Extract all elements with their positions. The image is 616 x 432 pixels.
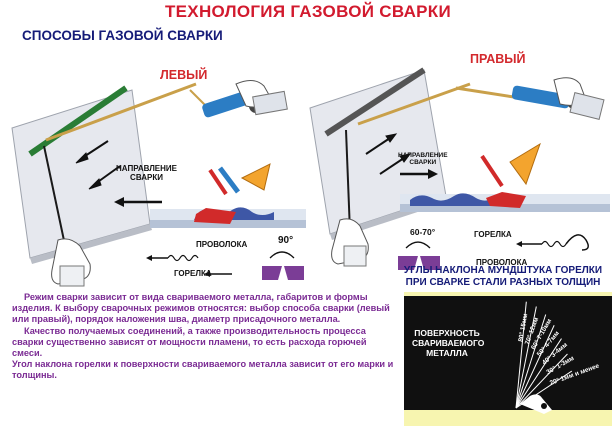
left-torch-label: ГОРЕЛКА [174, 269, 212, 278]
right-direction-label: НАПРАВЛЕНИЕ СВАРКИ [398, 152, 448, 166]
right-method-drawing [309, 67, 610, 270]
torch-silhouette [520, 394, 552, 414]
right-angle-label: 60-70° [410, 227, 436, 237]
weld-seam [28, 85, 128, 157]
filler-wire [43, 145, 67, 251]
left-angle-label: 90° [278, 235, 294, 246]
joint-angle-icon [262, 251, 304, 280]
angles-background [404, 292, 612, 426]
angle-ray [515, 325, 555, 409]
welding-direction-arrow [400, 169, 438, 179]
section-subtitle: СПОСОБЫ ГАЗОВОЙ СВАРКИ [22, 28, 223, 43]
torch [357, 77, 605, 126]
right-wire-label: ПРОВОЛОКА [476, 258, 528, 267]
description-paragraph-3: Угол наклона горелки к поверхности свари… [12, 359, 394, 381]
description-paragraph-1: Режим сварки зависит от вида свариваемог… [12, 292, 390, 325]
weld-pool-closeup [150, 163, 306, 228]
surface-label: ПОВЕРХНОСТЬ СВАРИВАЕМОГО МЕТАЛЛА [412, 328, 485, 358]
metal-surface [404, 410, 612, 426]
filler-wire [345, 129, 351, 233]
right-torch-label: ГОРЕЛКА [474, 230, 512, 239]
left-wire-label: ПРОВОЛОКА [196, 240, 248, 249]
joint-angle-icon [398, 241, 440, 270]
right-method-illustration: ПРАВЫЙ [306, 44, 614, 280]
direction-arrows [365, 133, 412, 175]
angle-ray [515, 353, 568, 409]
angle-ray [515, 306, 537, 409]
weld-seam [324, 67, 426, 137]
left-method-illustration: ЛЕВЫЙ [0, 44, 310, 290]
angles-title: УГЛЫ НАКЛОНА МУНДШТУКА ГОРЕЛКИ ПРИ СВАРК… [403, 265, 603, 288]
welding-direction-arrow [114, 197, 162, 207]
left-method-drawing [11, 80, 306, 287]
hand-with-wire [51, 238, 91, 287]
hand-with-wire [331, 218, 369, 267]
wire-torch-schematic [146, 254, 232, 277]
description-paragraph-2: Качество получаемых соединений, а также … [12, 325, 367, 359]
top-band [404, 292, 612, 296]
angle-ray [515, 301, 527, 409]
weld-pool-closeup [400, 142, 610, 212]
description-text: Режим сварки зависит от вида свариваемог… [12, 292, 396, 382]
torch [45, 80, 288, 142]
left-method-label: ЛЕВЫЙ [160, 68, 208, 82]
angle-ray [515, 314, 547, 409]
torch-wire-schematic [516, 234, 589, 251]
left-direction-label: НАПРАВЛЕНИЕ СВАРКИ [116, 164, 177, 182]
page-title: ТЕХНОЛОГИЯ ГАЗОВОЙ СВАРКИ [164, 2, 452, 21]
direction-arrows [75, 140, 121, 190]
right-method-label: ПРАВЫЙ [470, 52, 526, 66]
angle-ray [515, 338, 562, 409]
